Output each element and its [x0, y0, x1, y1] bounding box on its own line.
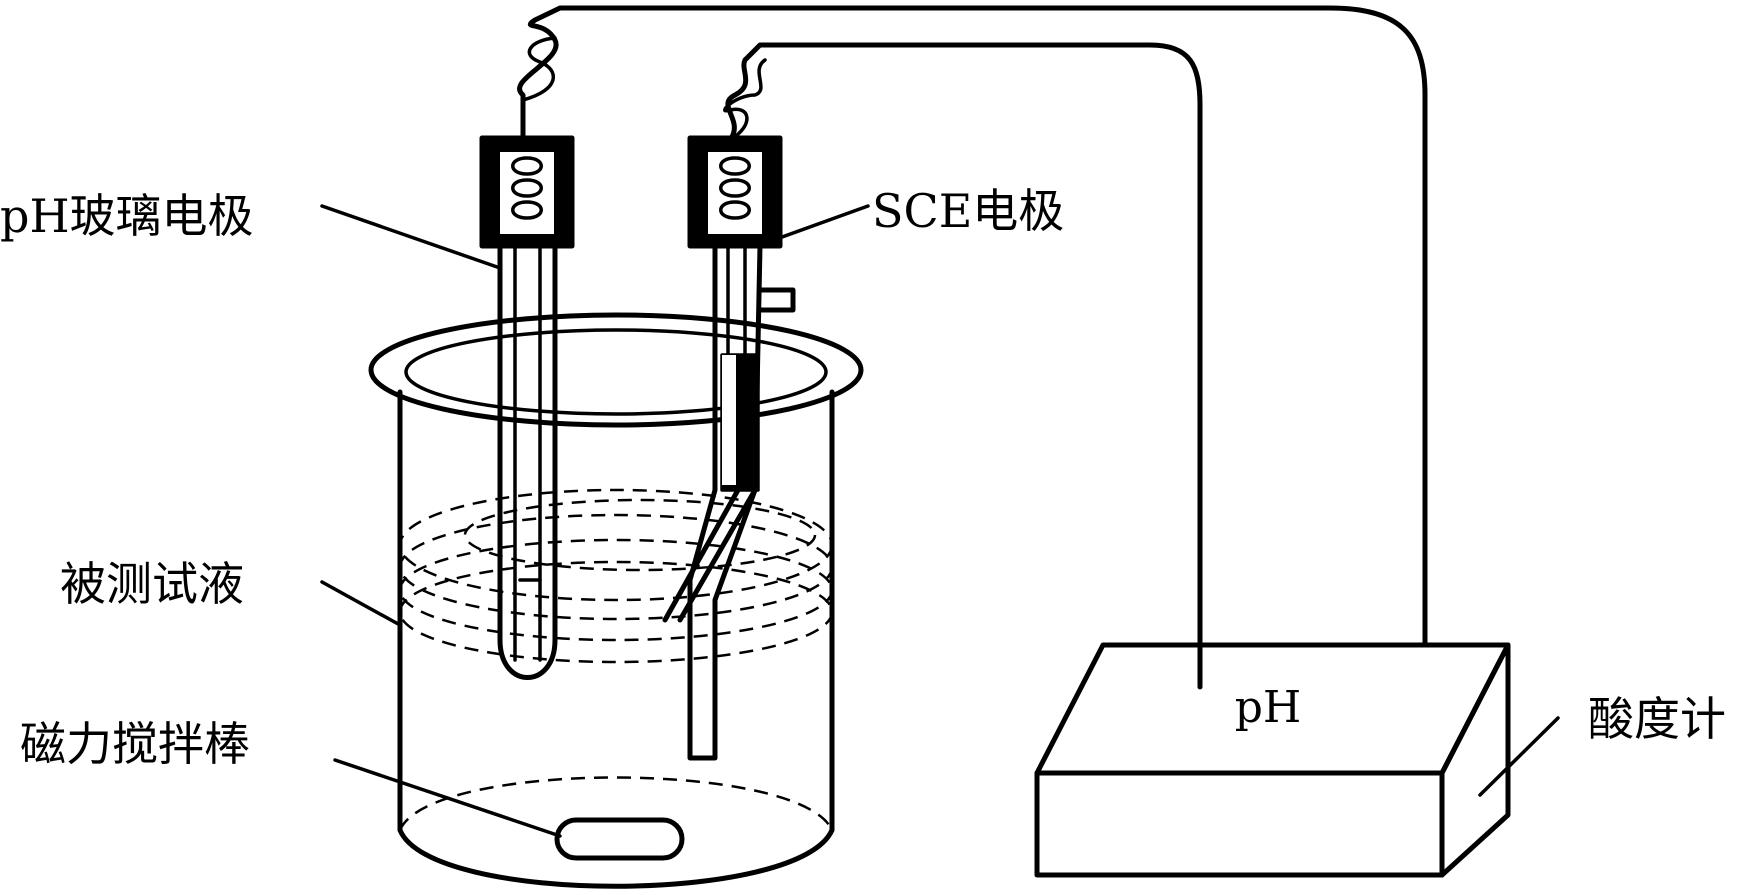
- liquid-ellipse-3: [398, 538, 834, 642]
- glass-electrode-inner: [513, 244, 542, 662]
- wire-sce-electrode: [725, 42, 1203, 690]
- sce-electrode-cap-coil: [719, 156, 751, 220]
- ph-meter-display-label: pH: [1235, 682, 1302, 733]
- ph-meter-side: [1439, 642, 1511, 878]
- leader-test-solution: [320, 580, 402, 627]
- label-sce-electrode: SCE电极: [872, 184, 1064, 238]
- wire-coil-glass: [521, 36, 557, 102]
- sce-electrode-port: [757, 287, 796, 313]
- liquid-ellipse-inner: [463, 498, 817, 572]
- label-magnetic-stir-bar: 磁力搅拌棒: [20, 717, 250, 771]
- wires: [517, 5, 1428, 690]
- leader-lines: [320, 204, 1560, 838]
- beaker-rim-outer: [368, 312, 864, 428]
- leader-stir-bar: [333, 758, 562, 838]
- sce-electrode: [662, 135, 796, 761]
- leader-ph-meter: [1478, 716, 1560, 797]
- beaker-rim-inner: [404, 328, 828, 416]
- ph-glass-electrode: [479, 135, 575, 680]
- sce-electrode-tube: [687, 243, 763, 761]
- wire-glass-electrode: [517, 5, 1428, 646]
- liquid-ellipse-2: [398, 513, 834, 621]
- label-ph-meter: 酸度计: [1588, 692, 1726, 746]
- ph-meter-front: [1034, 770, 1445, 878]
- beaker-bottom: [397, 827, 835, 889]
- ph-meter: pH: [1034, 642, 1511, 878]
- magnetic-stir-bar: [554, 817, 685, 861]
- leader-glass-electrode: [320, 204, 502, 270]
- label-ph-glass-electrode: pH玻璃电极: [0, 189, 254, 243]
- label-test-solution: 被测试液: [60, 557, 244, 611]
- beaker-bottom-back: [398, 776, 834, 831]
- glass-electrode-cap-coil: [511, 156, 543, 220]
- glass-electrode-tube: [497, 243, 558, 680]
- liquid-ellipse-4: [398, 560, 834, 664]
- liquid-ellipse-outer: [398, 488, 834, 602]
- leader-sce-electrode: [758, 204, 870, 247]
- labels: pH玻璃电极 SCE电极 被测试液 磁力搅拌棒 酸度计: [0, 184, 1726, 771]
- liquid-surface: [398, 488, 834, 664]
- wire-coil-sce: [723, 58, 767, 142]
